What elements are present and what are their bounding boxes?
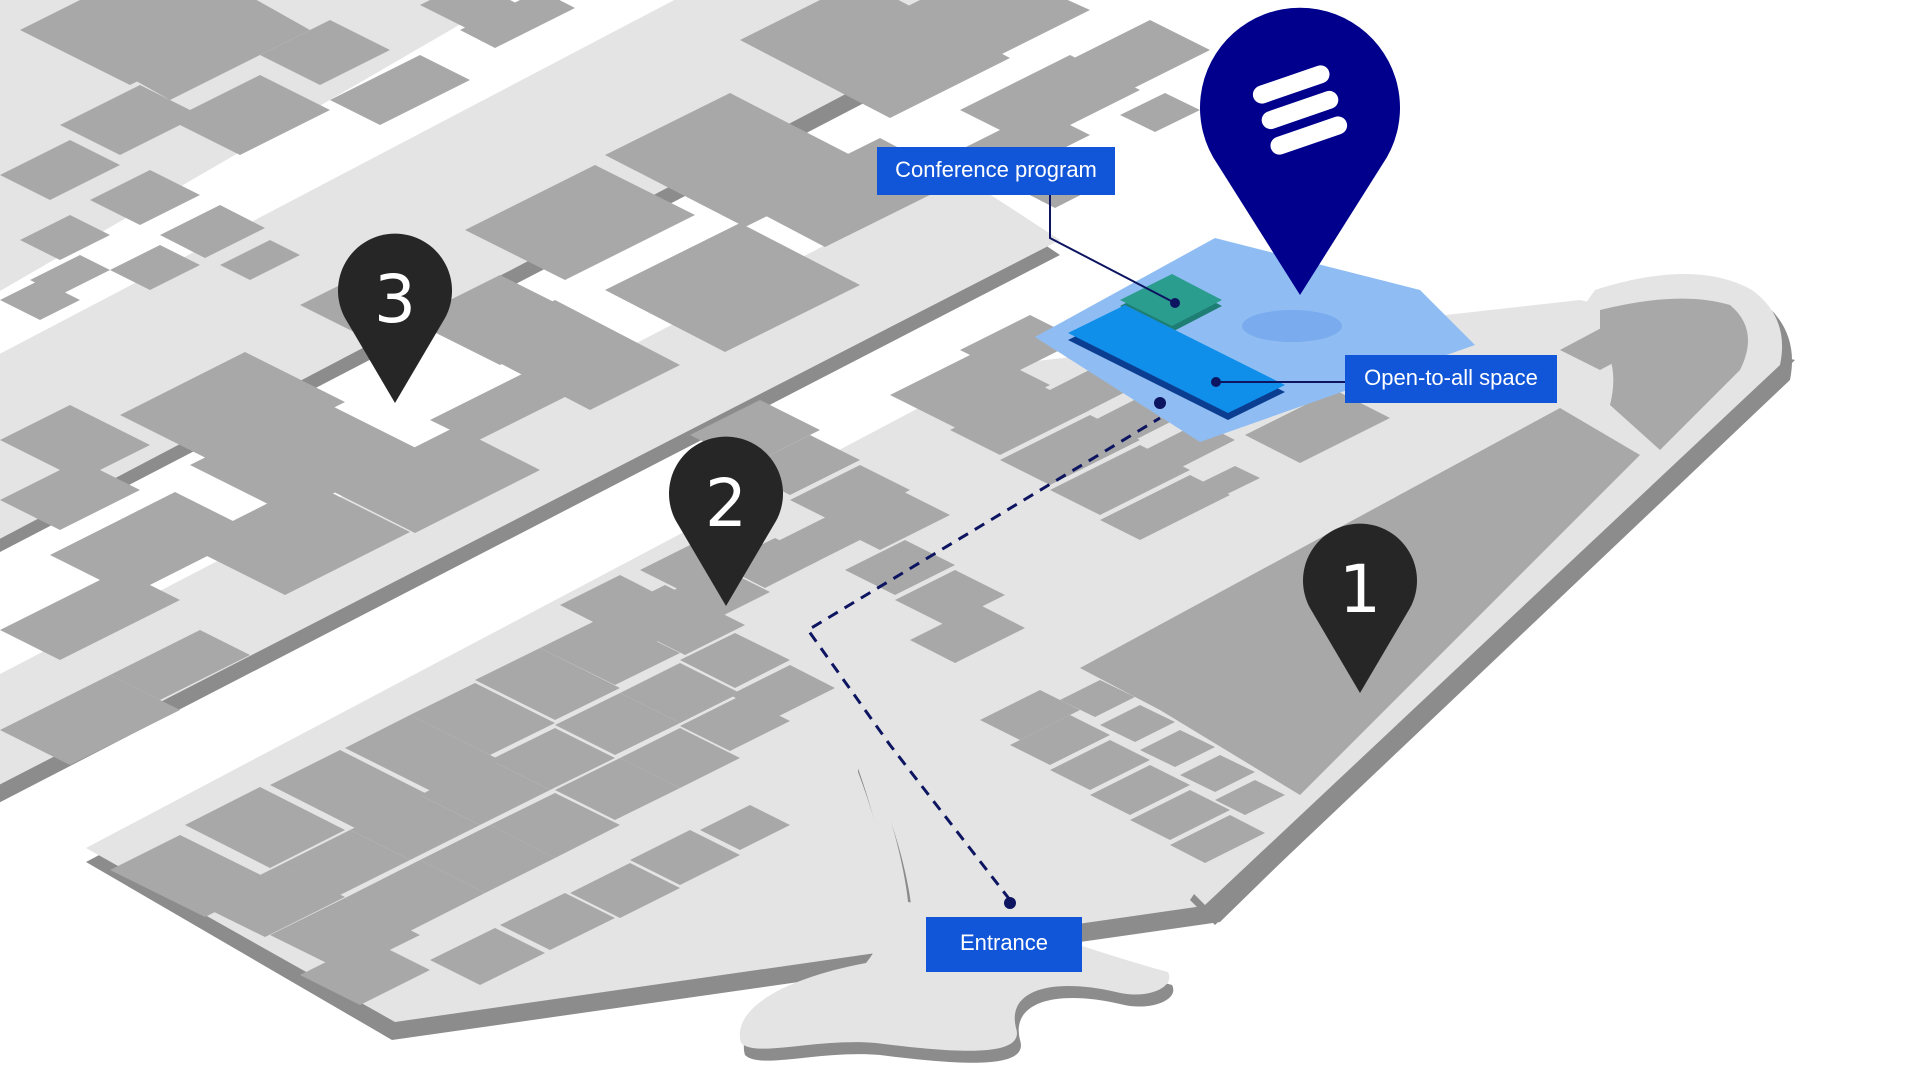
open-space-label[interactable]: Open-to-all space [1345, 355, 1557, 403]
map-pin-icon[interactable]: 2 [669, 436, 783, 606]
route-path [805, 397, 1166, 909]
open-space-label-text: Open-to-all space [1364, 365, 1538, 390]
pin-label-1: 1 [1339, 551, 1381, 628]
entrance-label[interactable]: Entrance [926, 917, 1082, 972]
pin-label-3: 3 [374, 261, 416, 338]
conference-program-label-text: Conference program [895, 157, 1097, 182]
open-space-stand[interactable] [1068, 305, 1285, 420]
map-pin-icon[interactable]: 3 [338, 233, 452, 403]
hall-blocks [0, 0, 1748, 1005]
leader-lines [1049, 190, 1345, 387]
conference-program-label[interactable]: Conference program [877, 147, 1115, 195]
entrance-label-text: Entrance [960, 930, 1048, 955]
map-pin-icon[interactable]: 1 [1303, 523, 1418, 693]
pin-label-2: 2 [705, 465, 747, 542]
ericsson-logo-pin-icon[interactable] [1200, 7, 1401, 296]
